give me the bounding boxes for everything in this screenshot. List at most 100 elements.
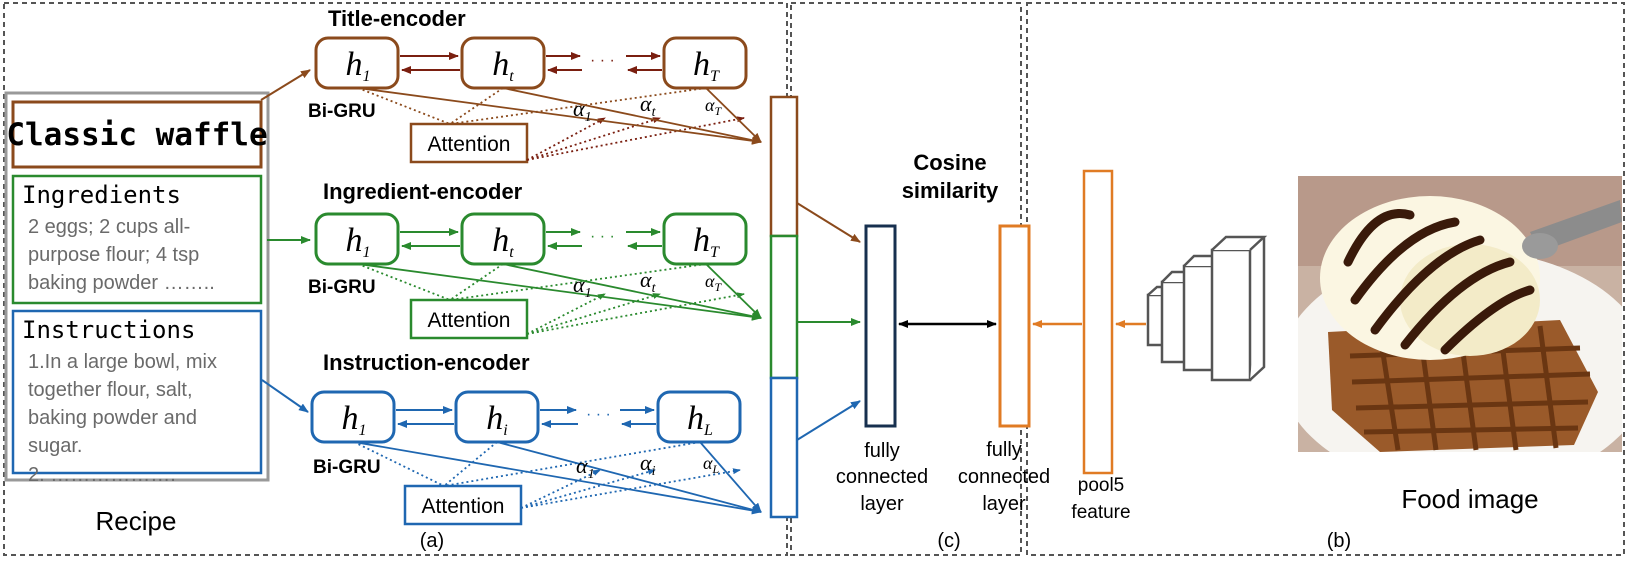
instruction-encoder-label: Instruction-encoder xyxy=(323,350,530,375)
title-input-arrow xyxy=(260,69,311,101)
svg-text:αt: αt xyxy=(640,267,657,296)
instructions-line: 2. ………………. xyxy=(28,464,176,486)
recipe-title-text: Classic waffle xyxy=(6,117,267,153)
svg-text:h1: h1 xyxy=(346,46,371,85)
food-image-label: Food image xyxy=(1401,484,1538,514)
instructions-box xyxy=(11,309,263,475)
pool5-caption: pool5 feature xyxy=(1071,475,1130,523)
svg-text:α1: α1 xyxy=(573,96,592,125)
ingredients-box xyxy=(11,174,263,305)
svg-text:αi: αi xyxy=(640,450,656,479)
recipe-fc-caption: fully connected layer xyxy=(836,440,928,515)
instruction-attention-text: Attention xyxy=(422,495,505,518)
ingredient-encoder-label: Ingredient-encoder xyxy=(323,179,523,204)
instructions-line: together flour, salt, xyxy=(28,379,193,401)
svg-text:hT: hT xyxy=(693,46,720,85)
recipe-fc-layer xyxy=(864,224,897,428)
svg-text:pool5: pool5 xyxy=(1078,475,1125,496)
ingredient-h1-node xyxy=(314,212,400,266)
title-hT-sub: T xyxy=(710,68,720,85)
cosine-label-line1: Cosine xyxy=(913,150,986,175)
instruction-alpha-i: α xyxy=(640,450,652,475)
svg-text:αT: αT xyxy=(705,271,722,294)
svg-text:ht: ht xyxy=(492,222,514,261)
svg-text:ht: ht xyxy=(492,46,514,85)
ingredient-attention-text: Attention xyxy=(428,309,511,332)
recipe-title-box xyxy=(11,100,263,169)
ingredient-hT-h: h xyxy=(693,222,710,259)
title-hT-h: h xyxy=(693,46,710,83)
svg-text:layer: layer xyxy=(860,493,904,515)
title-h1-sub: 1 xyxy=(363,68,371,85)
image-fc-layer xyxy=(998,224,1031,428)
svg-text:α1: α1 xyxy=(576,453,595,482)
ingredients-line: baking powder …….. xyxy=(28,272,215,294)
image-fc-caption: fully connected layer xyxy=(958,439,1050,515)
ingredient-encoder: Ingredient-encoder h1 ht hT · · · Bi-GRU… xyxy=(267,179,762,340)
instruction-to-fc-arrow xyxy=(796,400,861,441)
svg-text:fully: fully xyxy=(864,440,900,462)
instruction-encoder: Instruction-encoder h1 hi hL · · · Bi-GR… xyxy=(261,350,762,526)
svg-text:· · ·: · · · xyxy=(590,228,615,245)
instructions-line: 1.In a large bowl, mix xyxy=(28,351,217,373)
title-h1-node xyxy=(314,36,400,90)
recipe-label: Recipe xyxy=(96,506,177,536)
title-to-fc-arrow xyxy=(796,202,861,243)
chocolate-drizzle xyxy=(1343,209,1535,355)
instruction-input-arrow xyxy=(261,379,309,413)
ingredients-lines: 2 eggs; 2 cups all- purpose flour; 4 tsp… xyxy=(28,216,215,294)
svg-text:connected: connected xyxy=(836,466,928,488)
svg-text:αT: αT xyxy=(705,95,722,118)
instructions-lines: 1.In a large bowl, mix together flour, s… xyxy=(28,351,217,486)
title-bigru-label: Bi-GRU xyxy=(308,101,376,122)
recipe-outer-frame xyxy=(4,91,270,482)
instruction-alpha-1: α xyxy=(576,453,588,478)
instruction-attention-box xyxy=(403,484,523,526)
title-attention-text: Attention xyxy=(428,133,511,156)
panel-a-label: (a) xyxy=(420,530,444,552)
instructions-heading: Instructions xyxy=(22,316,195,344)
title-alpha-T: α xyxy=(705,95,715,115)
svg-text:αt: αt xyxy=(640,91,657,120)
instruction-h1-node xyxy=(310,390,396,444)
svg-text:h1: h1 xyxy=(346,222,371,261)
svg-text:fully: fully xyxy=(986,439,1022,461)
ingredient-attention-box xyxy=(409,298,529,340)
instructions-line: baking powder and xyxy=(28,407,197,429)
ingredient-h1-h: h xyxy=(346,222,363,259)
svg-text:· · ·: · · · xyxy=(586,406,611,423)
ingredient-alpha-T: α xyxy=(705,271,715,291)
svg-text:feature: feature xyxy=(1071,502,1130,523)
title-encoder-label: Title-encoder xyxy=(328,6,466,31)
ingredients-line: 2 eggs; 2 cups all- xyxy=(28,216,190,238)
instruction-alpha-L: α xyxy=(703,453,713,473)
svg-text:· · ·: · · · xyxy=(590,52,615,69)
ingredient-alpha-t: α xyxy=(640,267,652,292)
instructions-line: sugar. xyxy=(28,435,82,457)
ingredient-ht-h: h xyxy=(492,222,509,259)
svg-text:hi: hi xyxy=(486,400,507,439)
title-alpha-1: α xyxy=(573,96,585,121)
title-attention-box xyxy=(409,122,529,164)
panel-b-frame xyxy=(1026,2,1625,556)
panel-b-label: (b) xyxy=(1327,530,1351,552)
ingredients-line: purpose flour; 4 tsp xyxy=(28,244,199,266)
instruction-bigru-label: Bi-GRU xyxy=(313,457,381,478)
title-h1-h: h xyxy=(346,46,363,83)
instruction-embedding-segment xyxy=(769,376,799,519)
ingredient-bigru-label: Bi-GRU xyxy=(308,277,376,298)
panel-c-label: (c) xyxy=(937,530,960,552)
ingredient-alpha-1: α xyxy=(573,272,585,297)
cnn-blocks xyxy=(1146,235,1268,382)
ingredients-heading: Ingredients xyxy=(22,181,181,209)
svg-text:layer: layer xyxy=(982,493,1026,515)
pool5-feature-layer xyxy=(1082,169,1114,475)
title-alpha-t: α xyxy=(640,91,652,116)
ingredient-embedding-segment xyxy=(769,234,799,380)
panel-a-frame xyxy=(3,2,788,556)
food-image xyxy=(1298,176,1622,452)
svg-text:αL: αL xyxy=(703,453,719,476)
instruction-hi-h: h xyxy=(486,400,503,437)
cnn-block-4 xyxy=(1210,235,1268,382)
svg-text:connected: connected xyxy=(958,466,1050,488)
